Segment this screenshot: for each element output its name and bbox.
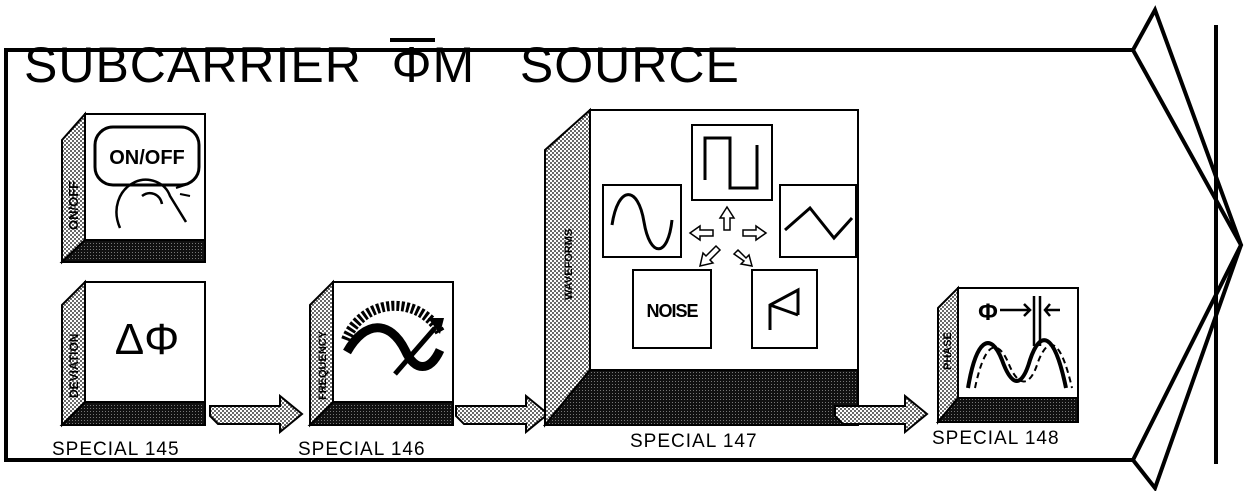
deviation-side-label: DEVIATION bbox=[67, 334, 81, 398]
frequency-block[interactable]: FREQUENCY bbox=[310, 282, 453, 425]
flow-arrow-2 bbox=[456, 396, 548, 432]
page-title: SUBCARRIER ΦM SOURCE bbox=[24, 40, 740, 90]
phase-block[interactable]: PHASE Φ bbox=[938, 288, 1078, 422]
waveforms-side-label: WAVEFORMS bbox=[563, 229, 575, 300]
phase-side-label: PHASE bbox=[942, 332, 954, 370]
onoff-side-label: ON/OFF bbox=[66, 181, 81, 230]
delta-phi-symbol: ΔΦ bbox=[115, 315, 180, 364]
title-part-2: M bbox=[433, 40, 476, 90]
flow-arrow-1 bbox=[210, 396, 302, 432]
sine-wave-box bbox=[603, 185, 681, 257]
onoff-button-text: ON/OFF bbox=[109, 147, 185, 169]
title-phi-symbol: Φ bbox=[392, 40, 433, 90]
noise-label: NOISE bbox=[646, 301, 698, 321]
special-label-147: SPECIAL 147 bbox=[630, 431, 758, 452]
title-part-3: SOURCE bbox=[520, 40, 740, 90]
phase-symbol: Φ bbox=[978, 299, 998, 326]
special-label-146: SPECIAL 146 bbox=[298, 439, 426, 460]
special-label-145: SPECIAL 145 bbox=[52, 439, 180, 460]
frequency-side-label: FREQUENCY bbox=[317, 330, 329, 400]
title-part-1: SUBCARRIER bbox=[24, 40, 362, 90]
triangle-wave-box bbox=[780, 185, 856, 257]
waveforms-block[interactable]: WAVEFORMS NOISE bbox=[545, 110, 858, 425]
special-label-148: SPECIAL 148 bbox=[932, 428, 1060, 449]
onoff-block[interactable]: ON/OFF ON/OFF bbox=[62, 114, 205, 262]
deviation-block[interactable]: DEVIATION ΔΦ bbox=[62, 282, 205, 425]
